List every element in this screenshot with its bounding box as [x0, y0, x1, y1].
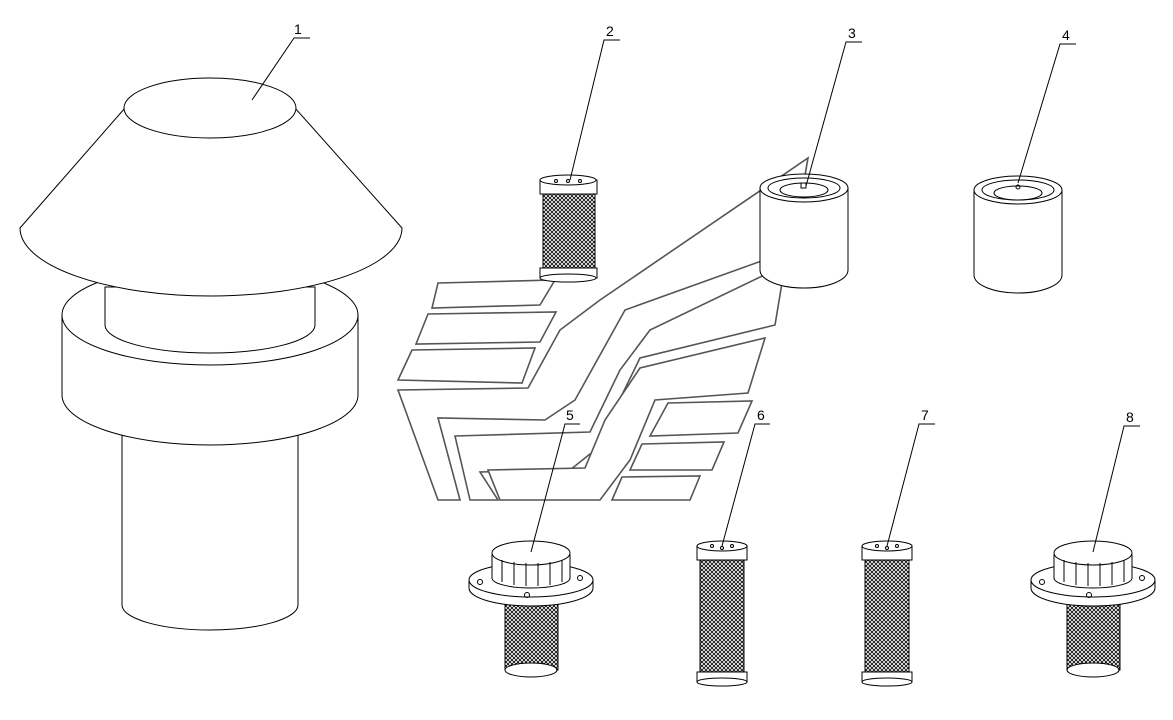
part-3-housing-drawing — [759, 173, 849, 289]
callout-8: 8 — [1126, 409, 1134, 425]
callout-4: 4 — [1062, 27, 1070, 43]
callout-3: 3 — [848, 25, 856, 41]
callout-5: 5 — [566, 407, 574, 423]
callout-2: 2 — [606, 23, 614, 39]
watermark-logo — [396, 156, 810, 501]
part-2-filter-drawing — [539, 174, 598, 283]
part-8-filler-cap-drawing — [1030, 540, 1156, 678]
callout-6: 6 — [757, 407, 765, 423]
part-6-filter-drawing — [696, 540, 748, 687]
part-5-filler-cap-drawing — [468, 540, 594, 678]
part-4-housing-drawing — [973, 175, 1063, 294]
part-1-cap-drawing — [19, 77, 403, 631]
part-7-filter-drawing — [861, 540, 913, 687]
leader-lines — [251, 37, 1140, 553]
callout-7: 7 — [921, 407, 929, 423]
callout-1: 1 — [294, 21, 302, 37]
